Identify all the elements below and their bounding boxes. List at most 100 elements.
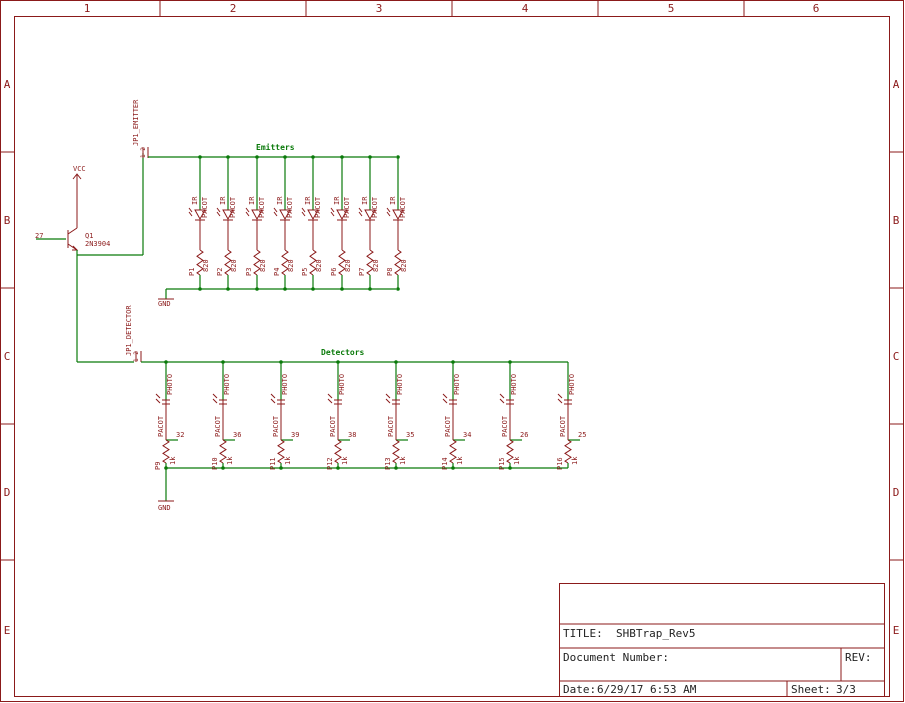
- row-label: D: [4, 486, 11, 499]
- resistor-name: P6: [330, 268, 338, 276]
- row-label: C: [4, 350, 11, 363]
- resistor-icon: [224, 249, 232, 276]
- led-package-label: PACOT: [229, 196, 237, 218]
- led-package-label: PACOT: [286, 196, 294, 218]
- sensor-package-label: PACOT: [501, 415, 509, 437]
- resistor-name: P10: [211, 457, 219, 470]
- sheet-label: Sheet:: [791, 683, 831, 696]
- date-value: 6/29/17 6:53 AM: [597, 683, 697, 696]
- led-type-label: IR: [333, 196, 341, 205]
- resistor-value: 820: [259, 259, 267, 272]
- ir-led-icon: [336, 209, 348, 221]
- resistor-icon: [277, 439, 285, 464]
- resistor-value: 1k: [456, 456, 464, 465]
- rev-label: REV:: [845, 651, 872, 664]
- resistor-icon: [564, 439, 572, 464]
- sensor-type-label: PHOTO: [338, 374, 346, 395]
- resistor-name: P2: [216, 268, 224, 276]
- resistor-value: 1k: [169, 456, 177, 465]
- row-label: A: [4, 78, 11, 91]
- detectors-net-label: Detectors: [321, 348, 365, 357]
- document-number-label: Document Number:: [563, 651, 669, 664]
- ir-led-icon: [251, 209, 263, 221]
- row-label: B: [4, 214, 11, 227]
- ground-detector: GND: [158, 500, 174, 512]
- resistor-value: 820: [344, 259, 352, 272]
- channel-net-label: 34: [463, 431, 471, 439]
- sensor-package-label: PACOT: [214, 415, 222, 437]
- sensor-package-label: PACOT: [559, 415, 567, 437]
- led-type-label: IR: [191, 196, 199, 205]
- detector-connector-label: JP1_DETECTOR: [125, 305, 133, 356]
- resistor-icon: [196, 249, 204, 276]
- ground-emitter: GND: [158, 298, 174, 308]
- detector-connector[interactable]: JP1_DETECTOR 1 2: [125, 305, 142, 362]
- resistor-name: P15: [498, 457, 506, 470]
- ir-led-icon: [279, 209, 291, 221]
- ir-led-icon: [307, 209, 319, 221]
- vcc-arrow-icon: [72, 173, 82, 228]
- resistor-value: 1k: [399, 456, 407, 465]
- transistor-q1[interactable]: VCC 27 Q1 2N3904: [35, 165, 110, 251]
- column-label: 6: [813, 2, 820, 15]
- resistor-value: 820: [372, 259, 380, 272]
- ir-led-icon: [222, 209, 234, 221]
- sensor-type-label: PHOTO: [568, 374, 576, 395]
- sensor-type-label: PHOTO: [281, 374, 289, 395]
- resistor-name: P8: [386, 268, 394, 276]
- led-package-label: PACOT: [201, 196, 209, 218]
- led-package-label: PACOT: [343, 196, 351, 218]
- led-type-label: IR: [219, 196, 227, 205]
- emitter-connector[interactable]: JP1_EMITTER 1 2: [132, 99, 149, 158]
- row-labels-left: A B C D E: [4, 78, 11, 637]
- resistor-name: P13: [384, 457, 392, 470]
- column-label: 2: [230, 2, 237, 15]
- q1-value: 2N3904: [85, 240, 110, 248]
- row-labels-right: A B C D E: [893, 78, 900, 637]
- led-package-label: PACOT: [371, 196, 379, 218]
- channel-net-label: 32: [176, 431, 184, 439]
- column-label: 5: [668, 2, 675, 15]
- channel-net-label: 35: [406, 431, 414, 439]
- sensor-type-label: PHOTO: [223, 374, 231, 395]
- sensor-package-label: PACOT: [157, 415, 165, 437]
- resistor-name: P14: [441, 457, 449, 470]
- led-package-label: PACOT: [314, 196, 322, 218]
- resistor-value: 820: [400, 259, 408, 272]
- led-type-label: IR: [248, 196, 256, 205]
- sensor-type-label: PHOTO: [396, 374, 404, 395]
- resistor-icon: [309, 249, 317, 276]
- sensor-package-label: PACOT: [329, 415, 337, 437]
- ground-label: GND: [158, 504, 171, 512]
- resistor-icon: [253, 249, 261, 276]
- resistor-value: 1k: [284, 456, 292, 465]
- column-label: 1: [84, 2, 91, 15]
- resistor-icon: [506, 439, 514, 464]
- led-type-label: IR: [361, 196, 369, 205]
- sheet-value: 3/3: [836, 683, 856, 696]
- channel-net-label: 25: [578, 431, 586, 439]
- resistor-value: 820: [202, 259, 210, 272]
- resistor-icon: [334, 439, 342, 464]
- resistor-icon: [449, 439, 457, 464]
- sensor-package-label: PACOT: [272, 415, 280, 437]
